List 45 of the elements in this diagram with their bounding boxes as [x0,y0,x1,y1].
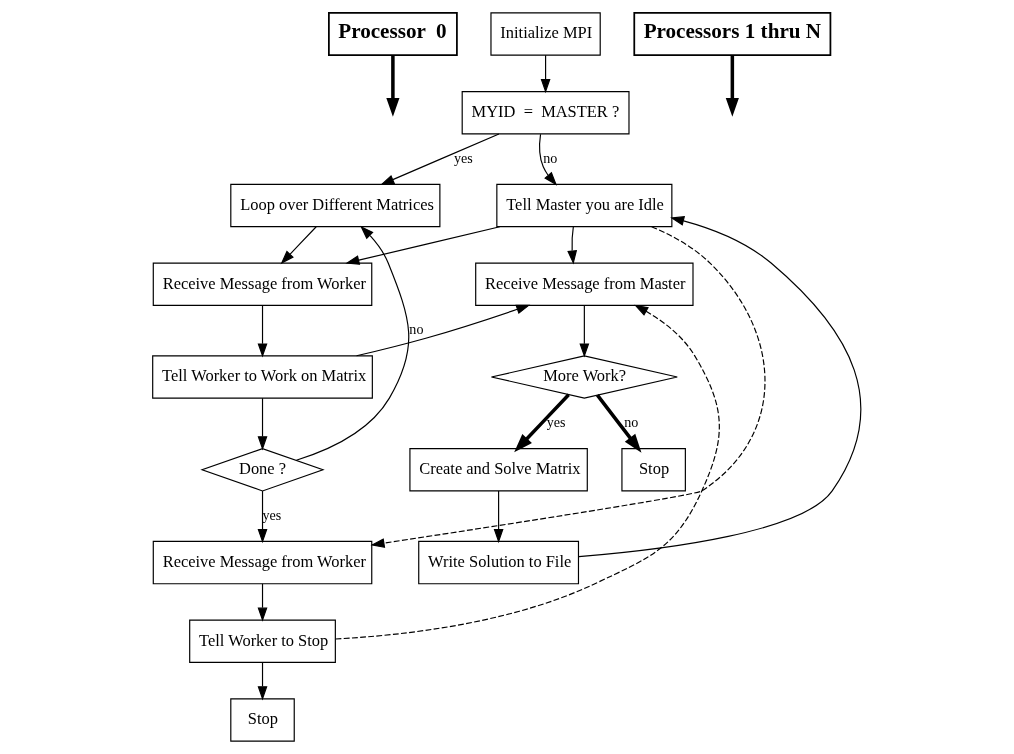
arrow [257,583,268,622]
arrow [386,55,400,117]
arrow [578,216,862,558]
arrow [257,397,268,451]
node-box: Create and Solve Matrix [409,448,588,492]
edge-label: no [624,414,639,431]
arrow [257,304,268,358]
arrow [257,661,268,701]
arrow [335,304,720,640]
node-box: Processor 0 [328,12,458,57]
arrow [345,226,501,265]
arrow [725,55,739,117]
arrow [596,394,642,453]
node-box: Tell Worker to Stop [189,619,336,663]
node-diamond: More Work? [490,355,678,399]
arrow [380,133,500,185]
node-box: Tell Master you are Idle [496,183,673,228]
edge-label: yes [546,414,566,431]
node-box: Loop over Different Matrices [230,183,441,228]
node-box: Stop [230,698,295,742]
node-box: Receive Message from Worker [152,262,373,306]
edge-label: yes [453,149,473,166]
node-box: Stop [621,448,686,492]
arrow [514,393,570,453]
node-box: Processors 1 thru N [633,12,832,57]
arrow [257,490,268,544]
arrow [493,490,504,544]
node-diamond: Done ? [200,448,325,492]
node-box: Receive Message from Worker [152,540,373,585]
edge-label: no [543,149,558,166]
node-box: Initialize MPI [490,12,601,56]
arrow [356,304,531,357]
arrow [295,225,410,461]
node-box: Receive Message from Master [475,262,694,306]
arrow [370,226,766,548]
edge-label: yes [262,506,282,523]
arrow [539,133,558,186]
arrow [567,226,578,265]
arrow [540,54,551,94]
node-box: Tell Worker to Work on Matrix [152,355,373,399]
node-box: MYID = MASTER ? [461,91,630,135]
arrow [280,226,317,265]
node-box: Write Solution to File [418,540,580,585]
edge-label: no [409,321,424,338]
arrow [579,304,590,358]
